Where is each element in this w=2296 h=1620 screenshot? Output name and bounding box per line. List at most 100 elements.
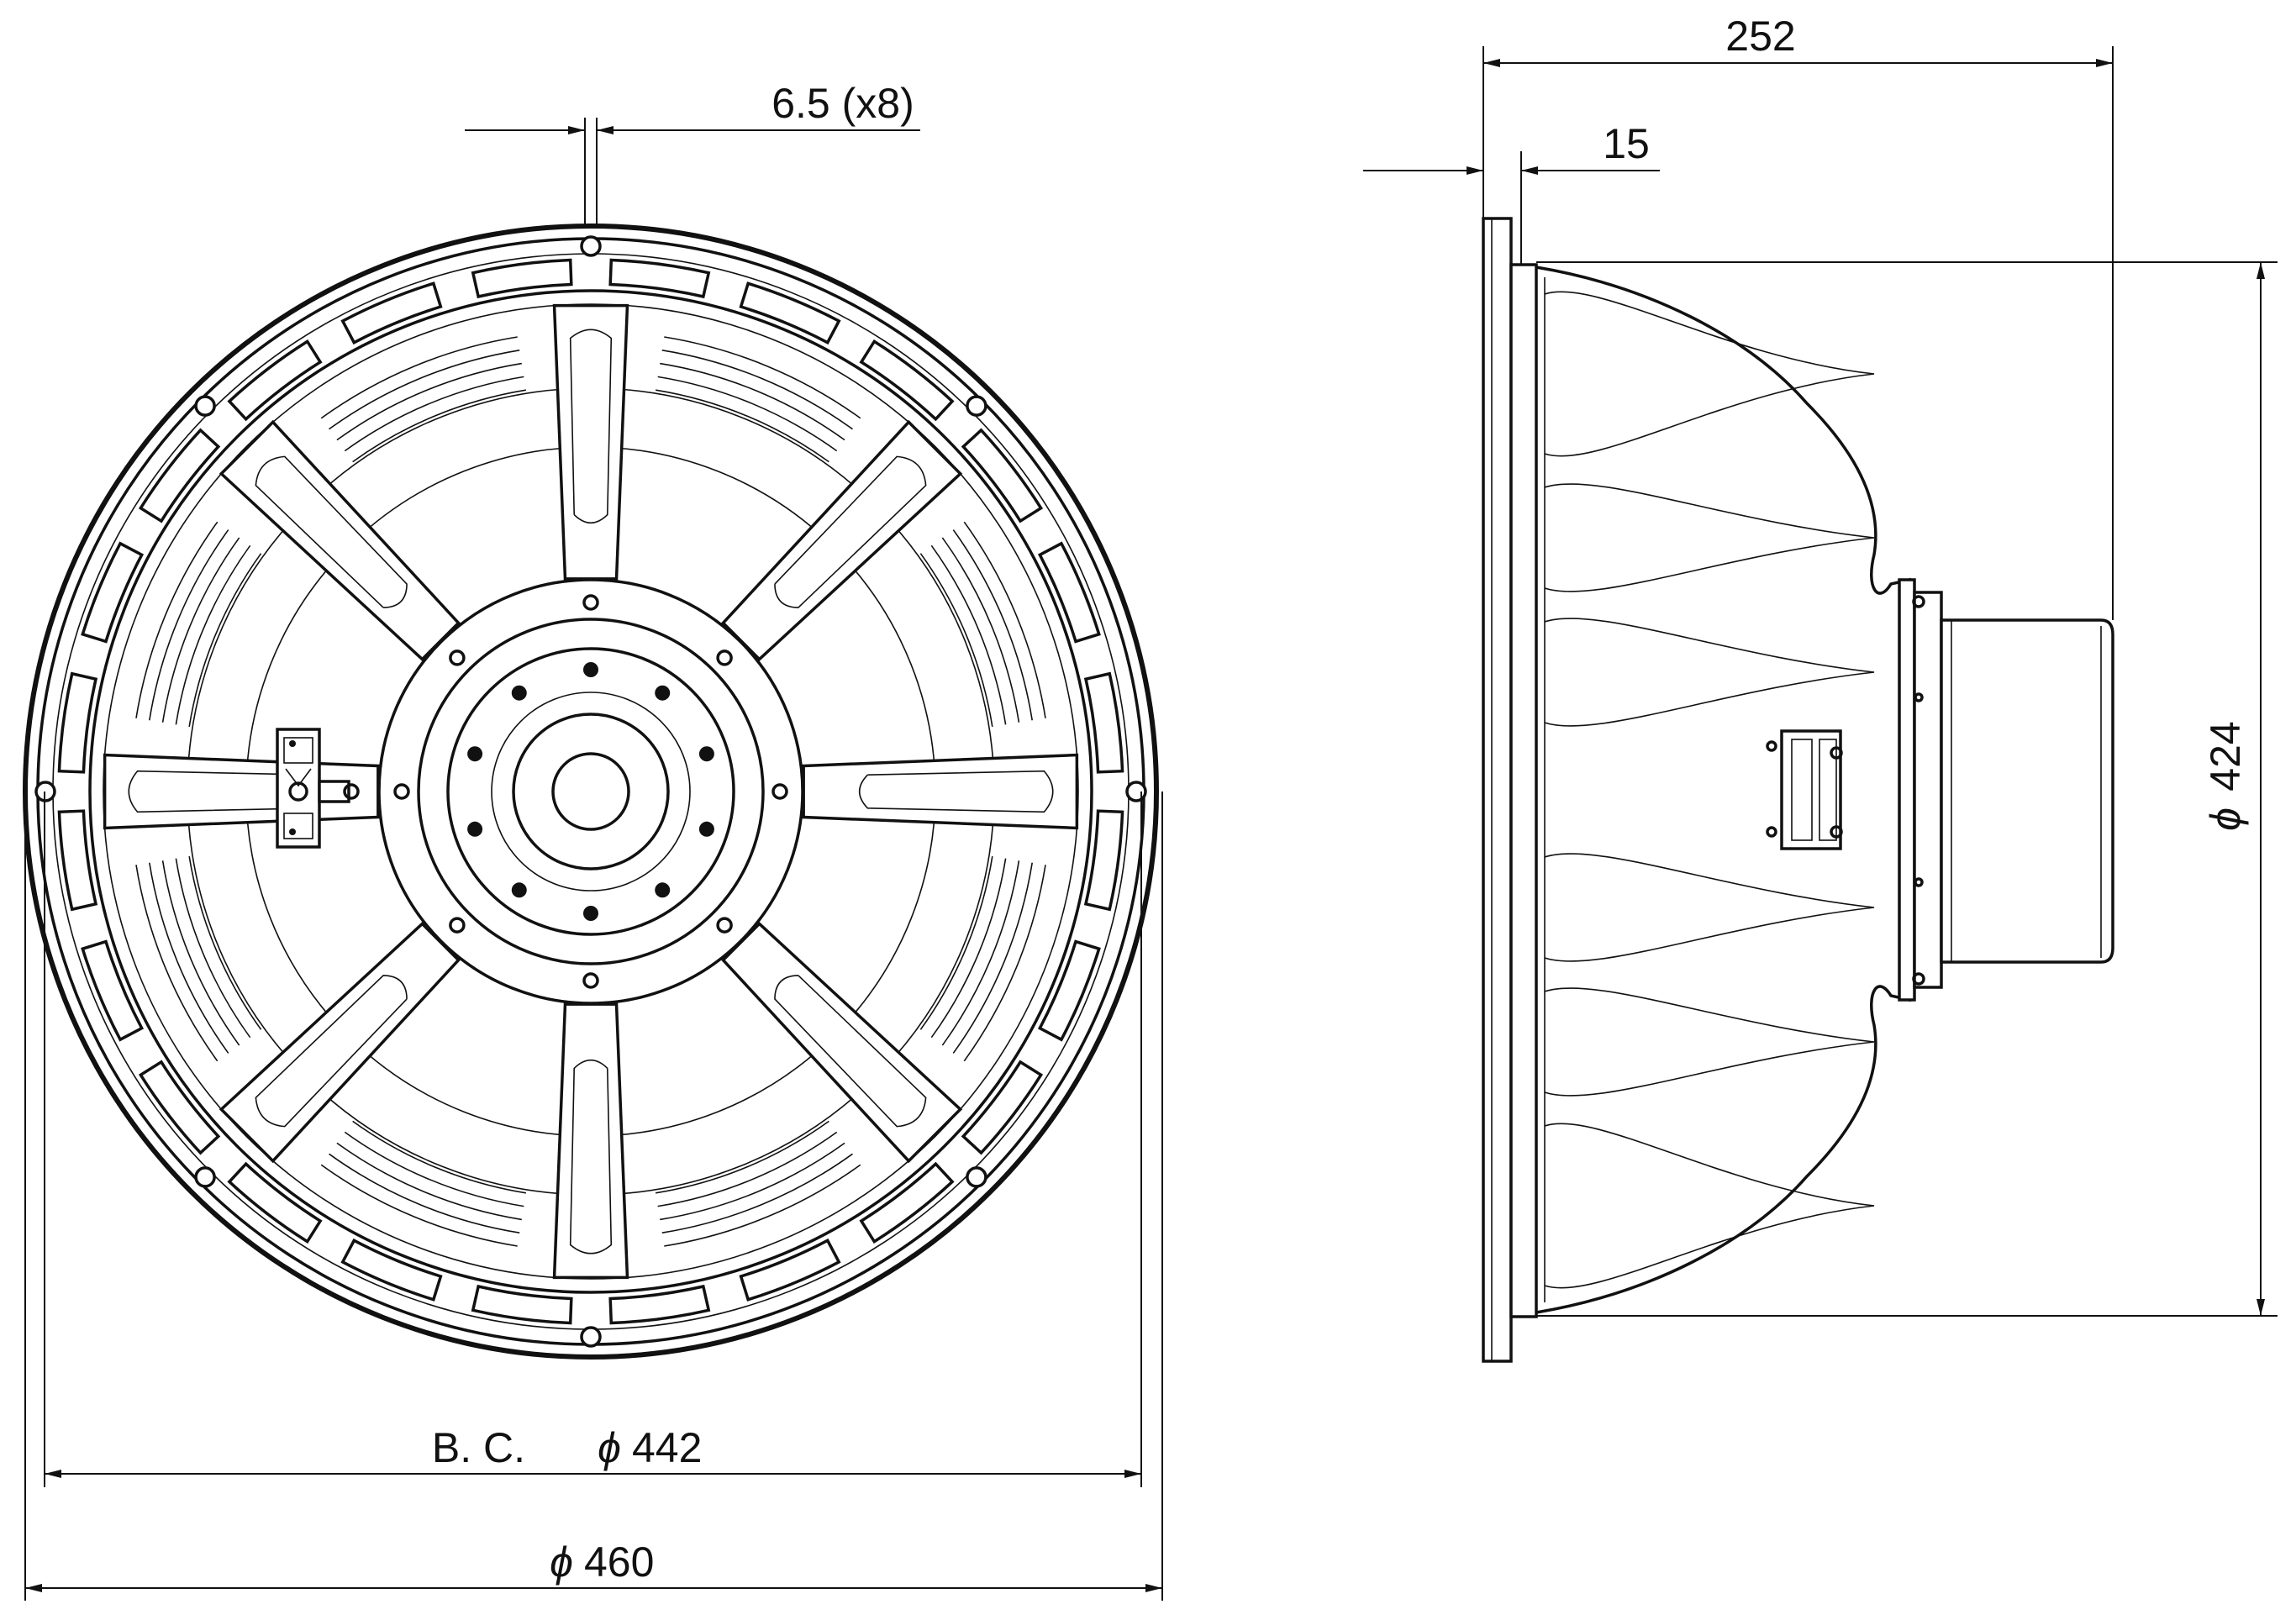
- basket-rib: [941, 860, 1020, 1046]
- mounting-hole: [580, 235, 602, 257]
- side-rib: [1544, 618, 1875, 727]
- pole-piece: [512, 713, 670, 870]
- rim-slot: [340, 281, 443, 345]
- mounting-hole: [966, 1166, 987, 1188]
- spoke: [219, 419, 461, 661]
- basket-rib: [352, 389, 527, 463]
- rim-slot: [739, 1238, 841, 1302]
- magnet-inner: [491, 692, 691, 892]
- rim-slot: [961, 428, 1044, 523]
- basket-rib: [175, 544, 251, 725]
- basket-rib: [664, 336, 861, 419]
- hub-bolt: [511, 882, 527, 898]
- spoke-window: [569, 329, 613, 524]
- basket-rib: [655, 1120, 829, 1194]
- rim-slot: [471, 1284, 573, 1325]
- bolt-circle-label: B. C.: [432, 1424, 525, 1471]
- spoke-window: [774, 975, 927, 1128]
- outer-diameter-dimension: ϕ 460: [24, 792, 1163, 1601]
- basket-rib: [952, 529, 1033, 721]
- rim-slot: [138, 1060, 221, 1155]
- hub-screw: [582, 594, 599, 611]
- spoke: [721, 419, 963, 661]
- hub-bolt: [467, 821, 483, 837]
- bolt-circle-value: 442: [632, 1424, 702, 1471]
- hub-screw: [771, 783, 788, 800]
- basket-rib: [919, 553, 993, 728]
- basket-rib: [930, 544, 1007, 725]
- mounting-flange: [1482, 217, 1513, 1363]
- hub-screw: [393, 783, 410, 800]
- mounting-hole: [194, 395, 216, 417]
- spoke: [552, 1002, 629, 1280]
- mounting-hole: [1125, 781, 1147, 802]
- basket-rib: [329, 350, 520, 430]
- basket-plate: [1509, 263, 1538, 1318]
- basket-rib: [963, 865, 1046, 1062]
- rim-slot: [81, 939, 145, 1042]
- mounting-hole: [580, 1326, 602, 1348]
- hub-screw: [449, 917, 466, 934]
- basket-rib: [661, 350, 853, 430]
- spoke: [219, 922, 461, 1164]
- hub-ring: [417, 618, 765, 965]
- hole-size-dimension: 6.5 (x8): [465, 80, 920, 227]
- side-rib: [1544, 291, 1875, 457]
- basket-rib: [655, 389, 829, 463]
- hub-outer: [377, 578, 804, 1005]
- side-rib: [1544, 483, 1875, 592]
- hub-bolt: [698, 746, 714, 762]
- side-terminal: [1766, 729, 1843, 850]
- back-plate-inner: [1913, 591, 1943, 989]
- hole-size-label: 6.5 (x8): [771, 80, 914, 127]
- spoke-window: [774, 455, 927, 608]
- rim-slot: [471, 258, 573, 299]
- slot-ring-inner: [88, 289, 1093, 1294]
- basket-rib: [919, 855, 993, 1030]
- spoke-window: [255, 455, 408, 608]
- rim-slot: [340, 1238, 443, 1302]
- basket-rib: [352, 1120, 527, 1194]
- rim-slot: [81, 541, 145, 644]
- basket-rib: [161, 537, 240, 723]
- side-rib: [1544, 853, 1875, 962]
- basket-rib: [188, 855, 262, 1030]
- rim-slot: [739, 281, 841, 345]
- side-rib: [1544, 987, 1875, 1097]
- rim-slot: [608, 258, 711, 299]
- hub-screw: [449, 650, 466, 666]
- basket-rib: [175, 858, 251, 1039]
- hub-bolt: [467, 746, 483, 762]
- rim-slot: [227, 339, 323, 422]
- rim-slot: [1083, 671, 1124, 774]
- outer-diameter-value: 460: [584, 1538, 654, 1586]
- basket-rib: [952, 862, 1033, 1054]
- hub-screw: [582, 972, 599, 989]
- bolt-circle-symbol: ϕ: [598, 1424, 621, 1471]
- hub-bolt: [583, 662, 598, 677]
- side-view: [1482, 217, 2114, 1363]
- hub-bolt: [583, 906, 598, 921]
- flange-thickness-label: 15: [1603, 120, 1650, 167]
- depth-dimension: 252: [1482, 13, 2114, 620]
- basket-rib: [149, 529, 229, 721]
- basket-rib: [963, 521, 1046, 718]
- vent-hole: [551, 752, 630, 831]
- basket-rib: [336, 362, 522, 441]
- hub-screw: [716, 650, 733, 666]
- spoke-window: [858, 770, 1054, 813]
- basket-rib: [344, 376, 524, 452]
- basket-rib: [344, 1131, 524, 1207]
- rim-slot: [608, 1284, 711, 1325]
- depth-label: 252: [1725, 13, 1795, 60]
- basket-rib: [149, 862, 229, 1054]
- back-plate: [1898, 578, 1916, 1002]
- mounting-hole: [966, 395, 987, 417]
- basket-rib: [161, 860, 240, 1046]
- basket-rib: [320, 1164, 518, 1247]
- basket-rib: [657, 1131, 838, 1207]
- magnet-ring: [446, 647, 735, 936]
- basket-rib: [336, 1142, 522, 1221]
- rim-slot: [961, 1060, 1044, 1155]
- hub-screw: [716, 917, 733, 934]
